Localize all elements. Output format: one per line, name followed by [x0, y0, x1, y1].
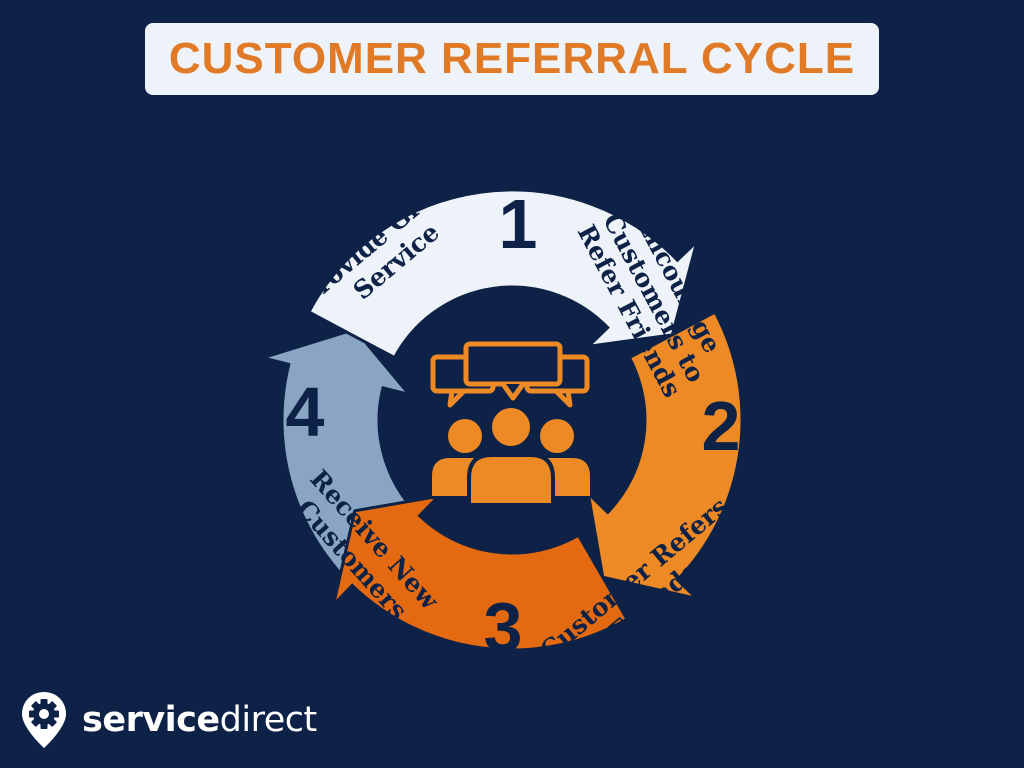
logo-wordmark: servicedirect: [82, 700, 317, 740]
step-1-arrow: [306, 188, 700, 360]
servicedirect-logo: servicedirect: [20, 690, 317, 750]
page-title: CUSTOMER REFERRAL CYCLE: [168, 34, 856, 83]
step-2-arrow: [586, 309, 744, 602]
logo-word-bold: service: [82, 700, 220, 740]
logo-word-regular: direct: [219, 700, 318, 740]
step-2-number: 2: [702, 387, 741, 465]
cycle-segments: [257, 188, 744, 652]
step-3-number: 3: [484, 588, 523, 666]
step-1-number: 1: [499, 185, 538, 263]
gear-pin-icon: [22, 692, 66, 748]
title-banner: CUSTOMER REFERRAL CYCLE: [145, 23, 879, 95]
step-4-number: 4: [286, 373, 325, 451]
people-chat-icon: [430, 341, 590, 507]
step-3-arrow: [330, 494, 630, 652]
